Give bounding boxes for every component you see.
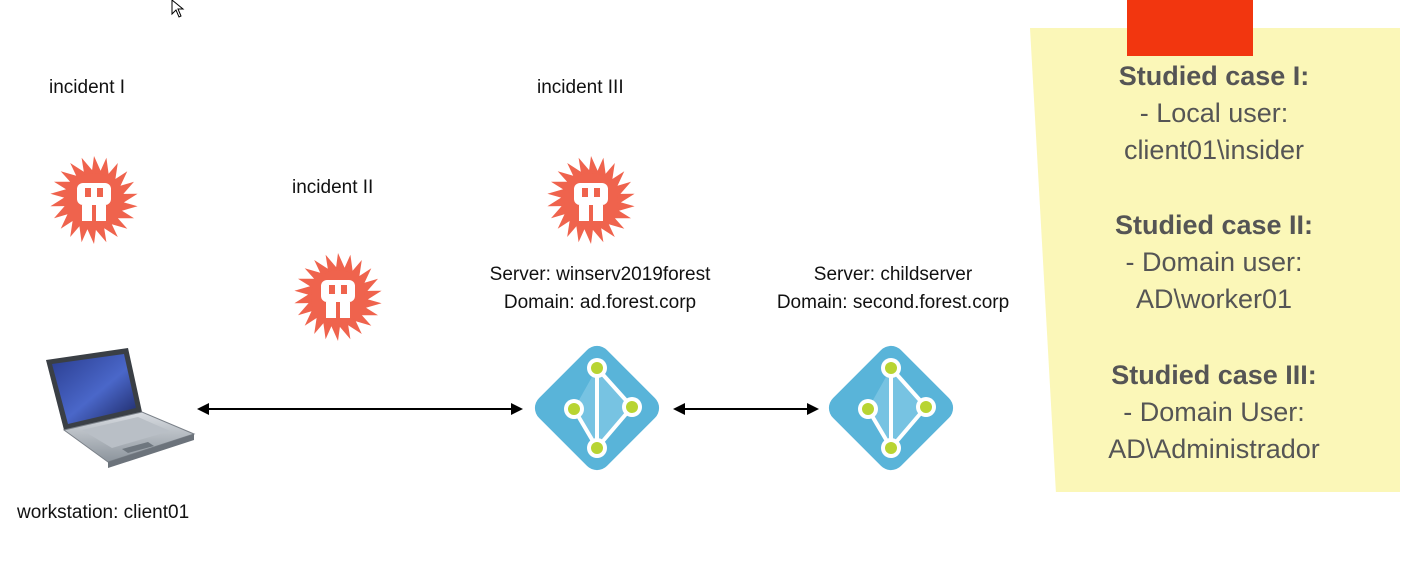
sticky-note bbox=[1030, 28, 1400, 492]
active-directory-icon bbox=[534, 345, 660, 471]
active-directory-icon bbox=[828, 345, 954, 471]
incident-3-label: incident III bbox=[537, 77, 624, 98]
forest-server-name: Server: winserv2019forest bbox=[489, 264, 711, 285]
child-server-label: Server: childserver Domain: second.fores… bbox=[758, 261, 1028, 317]
virus-icon bbox=[294, 253, 382, 341]
studied-case-2: Studied case II: - Domain user: AD\worke… bbox=[1064, 207, 1364, 318]
incident-2-label: incident II bbox=[292, 177, 374, 198]
studied-case-2-title: Studied case II: bbox=[1114, 210, 1314, 240]
studied-case-3-line1: - Domain User: bbox=[1123, 397, 1305, 427]
mouse-cursor-icon bbox=[171, 0, 185, 18]
virus-icon bbox=[50, 156, 138, 244]
forest-server-domain: Domain: ad.forest.corp bbox=[503, 292, 697, 313]
studied-case-2-line1: - Domain user: bbox=[1125, 247, 1303, 277]
connector-forest-to-child bbox=[673, 403, 819, 415]
studied-case-2-line2: AD\worker01 bbox=[1135, 284, 1293, 314]
studied-case-3: Studied case III: - Domain User: AD\Admi… bbox=[1064, 357, 1364, 468]
laptop-icon bbox=[46, 348, 196, 468]
studied-case-1-title: Studied case I: bbox=[1118, 61, 1310, 91]
forest-server-label: Server: winserv2019forest Domain: ad.for… bbox=[472, 261, 728, 317]
studied-case-1: Studied case I: - Local user: client01\i… bbox=[1064, 58, 1364, 169]
studied-case-3-title: Studied case III: bbox=[1111, 360, 1317, 390]
workstation-label: workstation: client01 bbox=[17, 502, 190, 523]
studied-case-1-line2: client01\insider bbox=[1123, 135, 1305, 165]
sticky-note-tape bbox=[1127, 0, 1253, 56]
virus-icon bbox=[547, 156, 635, 244]
incident-1-label: incident I bbox=[49, 77, 126, 98]
child-server-domain: Domain: second.forest.corp bbox=[776, 292, 1010, 313]
studied-case-1-line1: - Local user: bbox=[1139, 98, 1289, 128]
child-server-name: Server: childserver bbox=[813, 264, 973, 285]
studied-case-3-line2: AD\Administrador bbox=[1108, 434, 1320, 464]
connector-workstation-to-forest bbox=[197, 403, 523, 415]
